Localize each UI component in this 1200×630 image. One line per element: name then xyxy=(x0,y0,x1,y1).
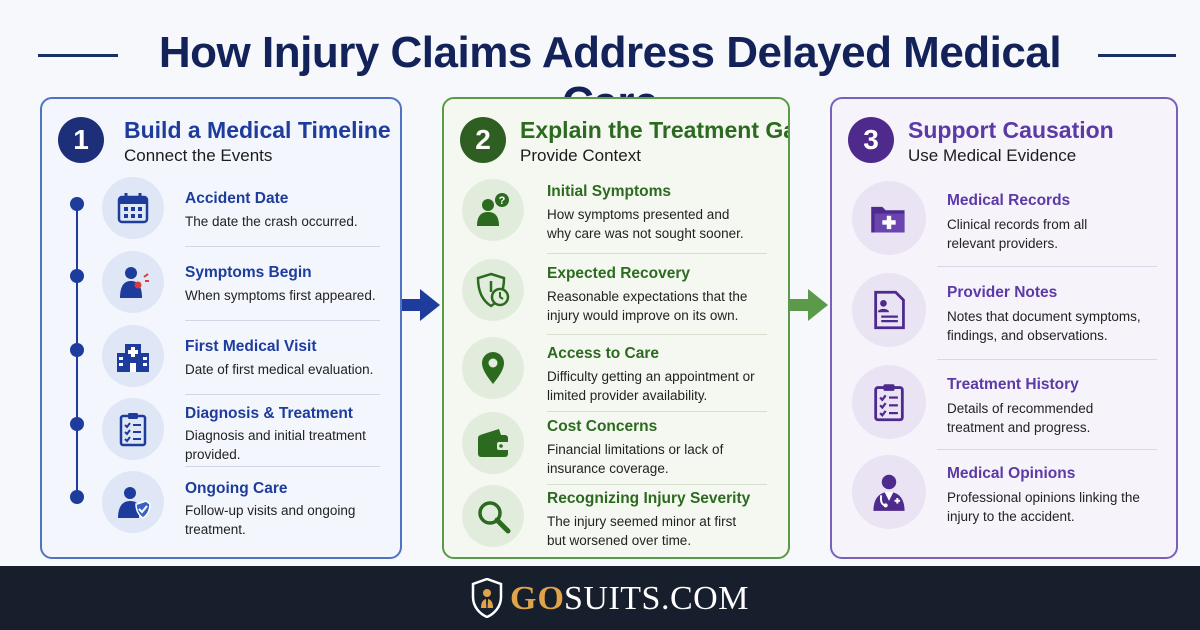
location-pin-icon xyxy=(462,337,524,399)
divider xyxy=(547,484,767,485)
title-rule-right xyxy=(1098,54,1176,57)
logo-text-suits: SUITS.COM xyxy=(564,580,749,617)
person-question-icon: ? xyxy=(462,179,524,241)
injured-person-icon xyxy=(102,251,164,313)
clipboard-checklist-icon xyxy=(852,365,926,439)
clipboard-checklist-icon xyxy=(102,398,164,460)
item-title: Accident Date xyxy=(185,190,289,207)
item-title: Treatment History xyxy=(947,376,1079,393)
divider xyxy=(937,359,1157,360)
card-subtitle: Use Medical Evidence xyxy=(908,146,1077,165)
calendar-icon xyxy=(102,177,164,239)
item-title: Access to Care xyxy=(547,345,660,362)
item-title: Medical Opinions xyxy=(947,465,1076,482)
arrow-right-icon xyxy=(402,289,440,321)
divider xyxy=(185,246,380,247)
item-description: When symptoms first appeared. xyxy=(185,288,376,303)
magnifier-icon xyxy=(462,485,524,547)
divider xyxy=(185,394,380,395)
divider xyxy=(185,320,380,321)
divider xyxy=(547,253,767,254)
timeline-dot xyxy=(70,490,84,504)
item-description: How symptoms presented and why care was … xyxy=(547,207,744,241)
logo-text-go: GO xyxy=(510,580,565,617)
item-title: Expected Recovery xyxy=(547,265,691,282)
item-description: Diagnosis and initial treatment provided… xyxy=(185,428,366,462)
divider xyxy=(547,411,767,412)
card-header: 2 Explain the Treatment Gap Provide Cont… xyxy=(458,113,788,173)
document-notes-icon xyxy=(852,273,926,347)
item-title: Initial Symptoms xyxy=(547,183,672,200)
step-number-badge: 3 xyxy=(848,117,894,163)
title-rule-left xyxy=(38,54,118,57)
card-title: Support Causation xyxy=(908,117,1114,143)
divider xyxy=(937,266,1157,267)
card-header: 3 Support Causation Use Medical Evidence xyxy=(846,113,1166,173)
item-title: Symptoms Begin xyxy=(185,264,312,281)
card-title: Explain the Treatment Gap xyxy=(520,117,790,143)
wallet-icon xyxy=(462,412,524,474)
timeline-dot xyxy=(70,197,84,211)
divider xyxy=(547,334,767,335)
item-description: Follow-up visits and ongoing treatment. xyxy=(185,503,356,537)
item-description: Clinical records from all relevant provi… xyxy=(947,217,1088,251)
item-description: Professional opinions linking the injury… xyxy=(947,490,1140,524)
card-build-timeline: 1 Build a Medical Timeline Connect the E… xyxy=(40,97,402,559)
step-number-badge: 2 xyxy=(460,117,506,163)
item-description: Details of recommended treatment and pro… xyxy=(947,401,1094,435)
timeline-dot xyxy=(70,343,84,357)
card-support-causation: 3 Support Causation Use Medical Evidence… xyxy=(830,97,1178,559)
step-number-badge: 1 xyxy=(58,117,104,163)
item-title: Medical Records xyxy=(947,192,1071,209)
divider xyxy=(185,466,380,467)
person-shield-icon xyxy=(102,471,164,533)
infographic: How Injury Claims Address Delayed Medica… xyxy=(0,22,1200,559)
item-description: Reasonable expectations that the injury … xyxy=(547,289,748,323)
card-title: Build a Medical Timeline xyxy=(124,117,391,143)
item-description: Date of first medical evaluation. xyxy=(185,362,374,377)
item-description: Notes that document symptoms, findings, … xyxy=(947,309,1141,343)
card-header: 1 Build a Medical Timeline Connect the E… xyxy=(56,113,391,173)
svg-text:?: ? xyxy=(499,195,506,207)
arrow-right-icon xyxy=(790,289,828,321)
timeline-dot xyxy=(70,417,84,431)
item-title: Provider Notes xyxy=(947,284,1058,301)
gosuits-logo[interactable]: GO SUITS.COM xyxy=(470,576,748,620)
doctor-icon xyxy=(852,455,926,529)
card-subtitle: Connect the Events xyxy=(124,146,273,165)
item-title: Diagnosis & Treatment xyxy=(185,405,353,422)
item-description: The date the crash occurred. xyxy=(185,214,358,229)
item-description: Financial limitations or lack of insuran… xyxy=(547,442,724,476)
item-title: First Medical Visit xyxy=(185,338,317,355)
divider xyxy=(937,449,1157,450)
item-description: The injury seemed minor at first but wor… xyxy=(547,514,737,548)
footer-bar: GO SUITS.COM xyxy=(0,566,1200,630)
card-subtitle: Provide Context xyxy=(520,146,641,165)
title-row: How Injury Claims Address Delayed Medica… xyxy=(0,22,1200,127)
shield-clock-icon xyxy=(462,259,524,321)
timeline-dot xyxy=(70,269,84,283)
medical-folder-icon xyxy=(852,181,926,255)
card-explain-gap: 2 Explain the Treatment Gap Provide Cont… xyxy=(442,97,790,559)
item-description: Difficulty getting an appointment or lim… xyxy=(547,369,755,403)
item-title: Cost Concerns xyxy=(547,418,658,435)
shield-badge-icon xyxy=(471,578,503,618)
item-title: Ongoing Care xyxy=(185,480,288,497)
item-title: Recognizing Injury Severity xyxy=(547,490,751,507)
hospital-icon xyxy=(102,325,164,387)
